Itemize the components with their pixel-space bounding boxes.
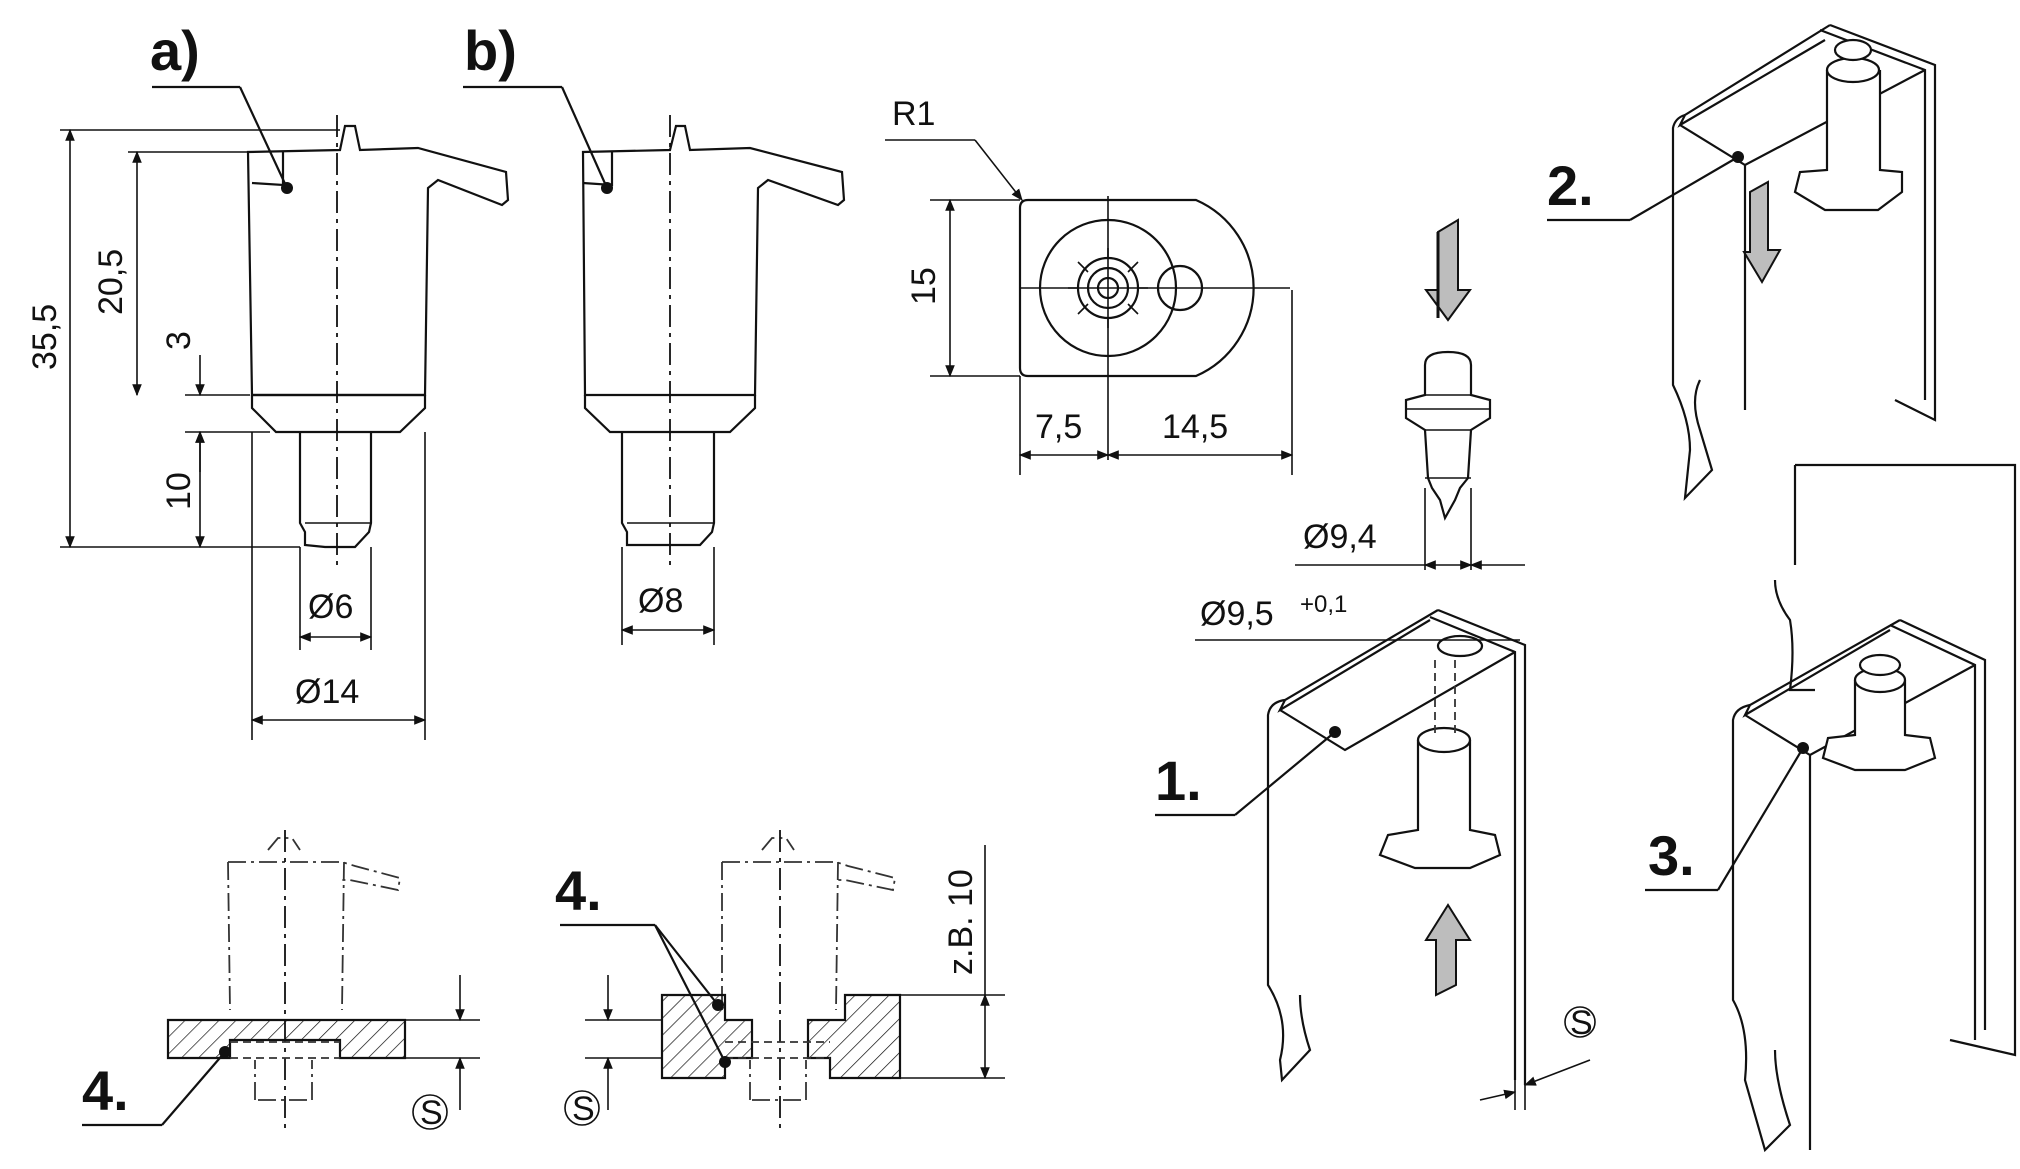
label-step-4-left: 4. [82, 1059, 129, 1122]
label-step-3: 3. [1648, 824, 1695, 887]
label-variant-a: a) [150, 19, 200, 82]
dim-overall-height: 35,5 [26, 304, 64, 370]
plate-outline [1018, 198, 1255, 378]
dim-pin-dia-b: Ø8 [638, 582, 683, 620]
latch-b-pin [620, 432, 716, 547]
dim-body-height: 20,5 [92, 249, 130, 315]
bolt-detail: Ø9,4 [1295, 218, 1525, 570]
step-3-assembly: 3. [1645, 463, 2017, 1153]
dim-pin-length: 10 [160, 472, 198, 510]
mounting-plate-top-view: 15 7,5 14,5 R1 [885, 95, 1294, 475]
label-step-4-right: 4. [555, 859, 602, 922]
sheet-thickness-symbol-right: S [572, 1090, 595, 1128]
dim-corner-radius: R1 [892, 95, 935, 133]
insert-arrow-down [1424, 218, 1472, 322]
dim-body-dia: Ø14 [295, 673, 359, 711]
dim-example-thickness: z.B. 10 [942, 869, 980, 975]
dim-plate-left: 7,5 [1035, 408, 1082, 446]
step-4-right-block-left [660, 993, 754, 1080]
latch-a-collar [250, 395, 427, 434]
step-2-assembly: 2. [1547, 23, 1937, 502]
sheet-thickness-symbol-1: S [1570, 1004, 1593, 1042]
bolt-body [1404, 350, 1492, 521]
dim-collar-height: 3 [160, 331, 198, 350]
step-2-arrow [1742, 180, 1782, 284]
label-step-1: 1. [1155, 749, 1202, 812]
step-4-right-block-right [806, 993, 902, 1080]
latch-variant-a: a) 35,5 20,5 3 10 Ø6 Ø14 [26, 19, 510, 740]
dim-bolt-dia: Ø9,4 [1303, 518, 1377, 556]
label-variant-b: b) [464, 19, 517, 82]
latch-a-body [246, 124, 510, 397]
step-4-left-section: 4. S [82, 830, 480, 1132]
dim-pin-dia-a: Ø6 [308, 588, 353, 626]
step-1-assembly: 1. Ø9,5 +0,1 S [1155, 591, 1596, 1110]
sheet-thickness-symbol-left: S [420, 1094, 443, 1132]
dim-plate-right: 14,5 [1162, 408, 1228, 446]
latch-b-body [581, 124, 846, 397]
latch-a-pin [298, 432, 373, 549]
label-step-2: 2. [1547, 154, 1594, 217]
step-1-arrow [1424, 903, 1472, 997]
latch-variant-b: b) Ø8 [463, 19, 846, 645]
step-4-right-section: 4. S z.B. 10 [555, 830, 1005, 1130]
dim-hole-dia: Ø9,5 [1200, 595, 1274, 633]
dim-hole-tolerance: +0,1 [1300, 591, 1347, 618]
dim-plate-height: 15 [905, 267, 943, 305]
step-4-left-plate [166, 1018, 407, 1060]
